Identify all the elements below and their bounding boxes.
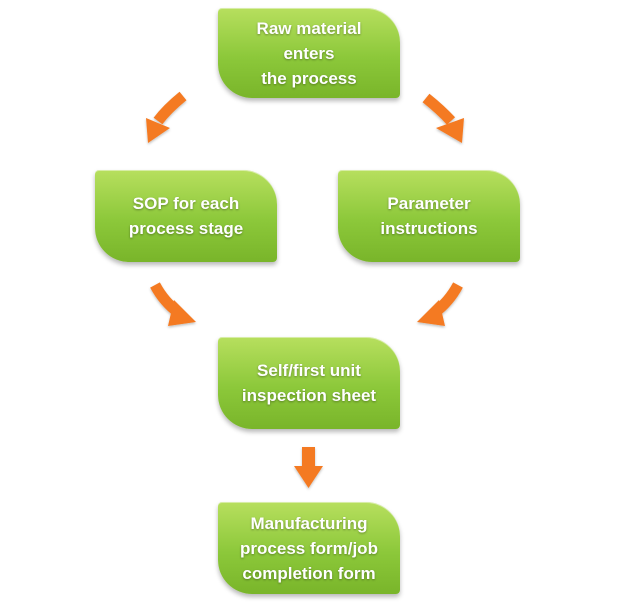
node-sop: SOP for each process stage [95,170,277,262]
node-raw-material: Raw material enters the process [218,8,400,98]
node-manufacturing: Manufacturing process form/job completio… [218,502,400,594]
node-inspection-label: Self/first unit inspection sheet [241,361,377,405]
node-parameter-label: Parameter instructions [380,194,478,238]
node-manufacturing-label: Manufacturing process form/job completio… [240,513,378,583]
node-sop-label: SOP for each process stage [128,194,244,238]
arrow-parameter-to-inspection [417,282,463,326]
node-inspection: Self/first unit inspection sheet [218,337,400,429]
arrow-raw-to-sop [146,91,187,143]
arrow-sop-to-inspection [150,282,196,326]
arrow-inspection-to-manufacturing [294,447,323,488]
arrow-raw-to-parameter [422,93,464,143]
node-raw-material-label: Raw material enters the process [256,18,362,88]
node-parameter: Parameter instructions [338,170,520,262]
